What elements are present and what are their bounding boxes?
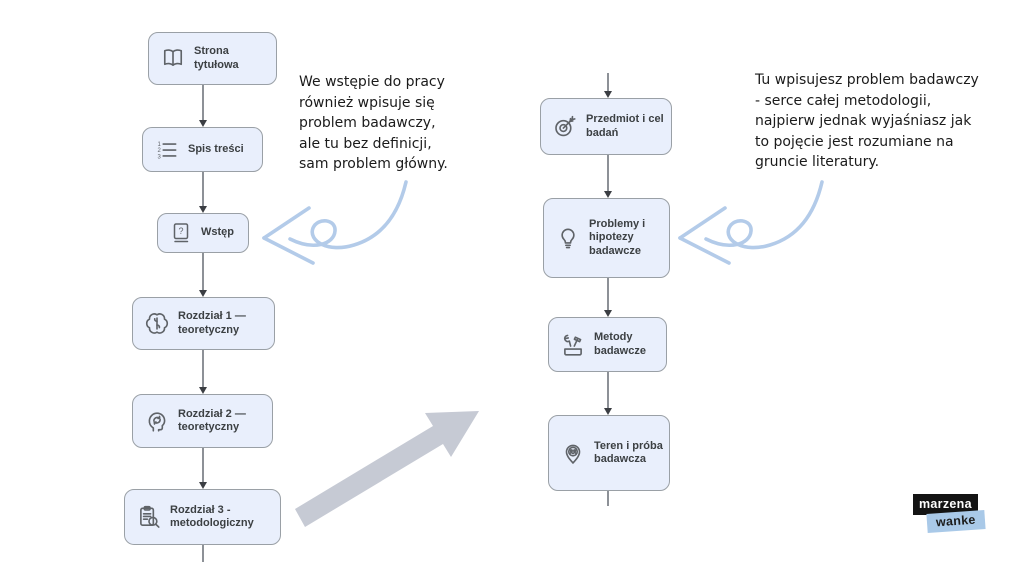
svg-text:3: 3 — [157, 154, 161, 160]
flow-node-wstep: ? Wstęp — [157, 213, 249, 253]
flow-node-teren-proba: Teren i próba badawcza — [548, 415, 670, 491]
target-dart-icon — [552, 114, 578, 140]
flow-node-label: Spis treści — [188, 142, 244, 155]
connector-arrowhead — [199, 387, 207, 394]
curly-arrow-left — [262, 180, 408, 265]
connector-line — [607, 154, 609, 195]
lightbulb-icon — [555, 225, 581, 251]
connector-arrowhead — [604, 310, 612, 317]
connector-arrowhead — [199, 290, 207, 297]
map-pin-people-icon — [560, 440, 586, 466]
flow-node-label: Rozdział 3 - metodologiczny — [170, 503, 254, 530]
flow-node-spis-tresci: 1 2 3 Spis treści — [142, 127, 263, 172]
annotation-left: We wstępie do pracy również wpisuje się … — [299, 74, 448, 172]
connector-line — [202, 349, 204, 391]
flow-node-label: Przedmiot i cel badań — [586, 113, 664, 139]
connector-line — [202, 544, 204, 562]
connector-line — [202, 252, 204, 294]
clipboard-search-icon — [136, 504, 162, 530]
flow-node-label: Strona tytułowa — [194, 45, 239, 71]
flow-node-rozdzial-2: Rozdział 2 — teoretyczny — [132, 394, 273, 448]
tools-icon — [560, 332, 586, 358]
svg-text:?: ? — [178, 226, 183, 236]
flow-node-strona-tytulowa: Strona tytułowa — [148, 32, 277, 85]
connector-line — [607, 73, 609, 96]
flow-node-label: Wstęp — [201, 226, 234, 239]
connector-line — [607, 277, 609, 314]
big-arrow — [295, 411, 479, 527]
connector-arrowhead — [199, 206, 207, 213]
connector-line — [202, 171, 204, 211]
connector-line — [202, 84, 204, 124]
connector-line — [202, 447, 204, 486]
numbered-list-icon: 1 2 3 — [154, 137, 180, 163]
open-book-icon — [160, 46, 186, 72]
flow-node-label: Rozdział 1 — teoretyczny — [178, 310, 246, 336]
curly-arrow-right — [678, 180, 824, 265]
connector-arrowhead — [199, 482, 207, 489]
connector-arrowhead — [604, 191, 612, 198]
connector-arrowhead — [604, 408, 612, 415]
connector-arrowhead — [199, 120, 207, 127]
logo-marzena: marzena — [913, 494, 978, 515]
question-book-icon: ? — [169, 221, 193, 245]
connector-line — [607, 371, 609, 412]
annotation-right: Tu wpisujesz problem badawczy - serce ca… — [755, 72, 979, 170]
flow-node-metody: Metody badawcze — [548, 317, 667, 372]
logo-wanke: wanke — [926, 510, 986, 533]
brain-icon — [144, 311, 170, 337]
flow-node-problemy-hipotezy: Problemy i hipotezy badawcze — [543, 198, 670, 278]
connector-line — [607, 490, 609, 506]
svg-text:2: 2 — [157, 148, 160, 154]
flow-node-label: Rozdział 2 — teoretyczny — [178, 407, 246, 434]
connector-arrowhead — [604, 91, 612, 98]
flow-node-rozdzial-1: Rozdział 1 — teoretyczny — [132, 297, 275, 350]
flow-node-label: Metody badawcze — [594, 331, 646, 357]
flow-node-rozdzial-3: Rozdział 3 - metodologiczny — [124, 489, 281, 545]
head-cycle-icon — [144, 408, 170, 434]
flow-node-label: Teren i próba badawcza — [594, 439, 663, 466]
svg-text:1: 1 — [157, 141, 161, 147]
flow-node-label: Problemy i hipotezy badawcze — [589, 217, 646, 257]
flow-node-przedmiot-cel: Przedmiot i cel badań — [540, 98, 672, 155]
